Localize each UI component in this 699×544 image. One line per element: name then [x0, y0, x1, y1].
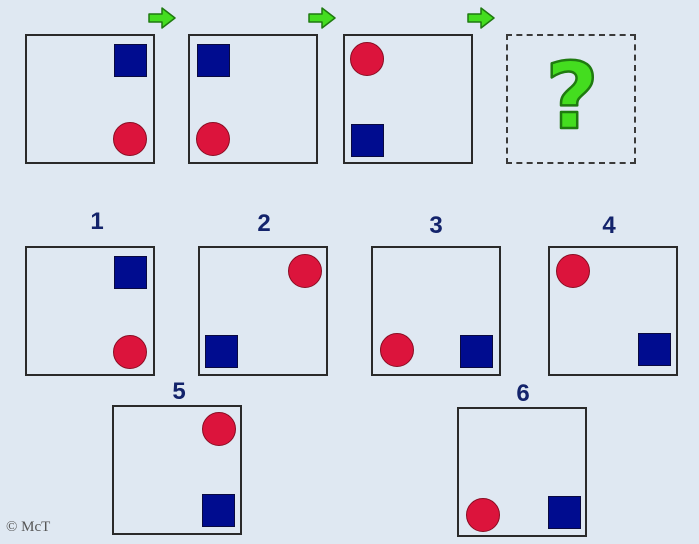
option-label-5: 5 — [172, 378, 186, 405]
right-arrow-icon — [308, 7, 336, 29]
option-panel-3[interactable] — [371, 246, 501, 376]
red-circle — [380, 333, 414, 367]
option-panel-6[interactable] — [457, 407, 587, 537]
red-circle — [350, 42, 384, 76]
sequence-panel-1 — [25, 34, 155, 164]
red-circle — [288, 254, 322, 288]
option-label-6: 6 — [516, 380, 530, 407]
question-mark-glyph: ? — [545, 50, 598, 140]
blue-square — [205, 335, 238, 368]
option-panel-2[interactable] — [198, 246, 328, 376]
option-label-4: 4 — [602, 212, 616, 239]
red-circle — [113, 122, 147, 156]
right-arrow-icon — [148, 7, 176, 29]
blue-square — [197, 44, 230, 77]
right-arrow-icon — [467, 7, 495, 29]
missing-panel: ? — [506, 34, 636, 164]
blue-square — [114, 44, 147, 77]
sequence-panel-2 — [188, 34, 318, 164]
blue-square — [548, 496, 581, 529]
question-mark-icon: ? — [544, 50, 600, 140]
option-label-3: 3 — [429, 212, 443, 239]
option-label-2: 2 — [257, 210, 271, 237]
red-circle — [196, 122, 230, 156]
blue-square — [114, 256, 147, 289]
red-circle — [202, 412, 236, 446]
red-circle — [556, 254, 590, 288]
blue-square — [638, 333, 671, 366]
blue-square — [351, 124, 384, 157]
red-circle — [113, 335, 147, 369]
option-label-1: 1 — [90, 208, 104, 235]
option-panel-4[interactable] — [548, 246, 678, 376]
sequence-panel-3 — [343, 34, 473, 164]
red-circle — [466, 498, 500, 532]
blue-square — [202, 494, 235, 527]
blue-square — [460, 335, 493, 368]
copyright-notice: © McT — [6, 519, 51, 535]
option-panel-1[interactable] — [25, 246, 155, 376]
option-panel-5[interactable] — [112, 405, 242, 535]
